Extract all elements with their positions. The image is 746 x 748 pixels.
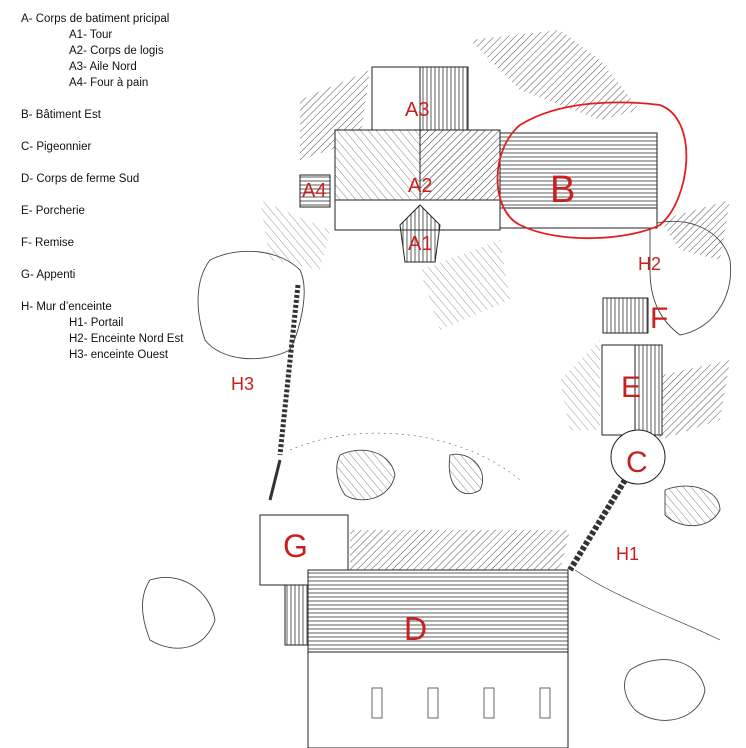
label-A4: A4 [302, 180, 326, 202]
legend-F: F- Remise [21, 237, 75, 249]
building-A4 [299, 174, 331, 208]
building-E [601, 344, 663, 436]
building-C [610, 429, 666, 485]
walls [268, 284, 721, 641]
legend-B: B- Bâtiment Est [21, 109, 101, 121]
building-A1 [399, 204, 441, 263]
building-D [284, 569, 569, 748]
highlight-circle-B [496, 101, 688, 240]
legend-A1: A1- Tour [69, 29, 113, 41]
legend-H2: H2- Enceinte Nord Est [69, 333, 184, 345]
legend-D: D- Corps de ferme Sud [21, 173, 140, 185]
legend-G: G- Appenti [21, 269, 76, 281]
legend-A3: A3- Aile Nord [69, 61, 137, 73]
legend-H3: H3- enceinte Ouest [69, 349, 169, 361]
label-A3: A3 [405, 99, 429, 121]
building-B [499, 132, 658, 229]
label-C: C [626, 446, 648, 479]
legend-C: C- Pigeonnier [21, 141, 92, 153]
label-D: D [404, 611, 427, 647]
legend-A4: A4- Four à pain [69, 77, 149, 89]
shadows [260, 30, 730, 570]
label-H2: H2 [638, 254, 661, 274]
legend-A2: A2- Corps de logis [69, 45, 164, 57]
label-H1: H1 [616, 544, 639, 564]
legend-H: H- Mur d’enceinte [21, 301, 112, 313]
legend-E: E- Porcherie [21, 205, 85, 217]
legend-A: A- Corps de batiment pricipal [21, 13, 170, 25]
legend: A- Corps de batiment pricipal A1- Tour A… [21, 11, 183, 363]
building-labels: A3 A2 A4 A1 B H2 F E C H1 H3 G D [231, 99, 668, 647]
label-B: B [550, 169, 575, 211]
label-G: G [283, 528, 308, 564]
legend-H1: H1- Portail [69, 317, 124, 329]
building-F [602, 297, 649, 334]
label-A2: A2 [408, 175, 432, 197]
label-F: F [650, 302, 668, 335]
label-A1: A1 [408, 233, 432, 255]
label-H3: H3 [231, 374, 254, 394]
label-E: E [621, 371, 641, 404]
